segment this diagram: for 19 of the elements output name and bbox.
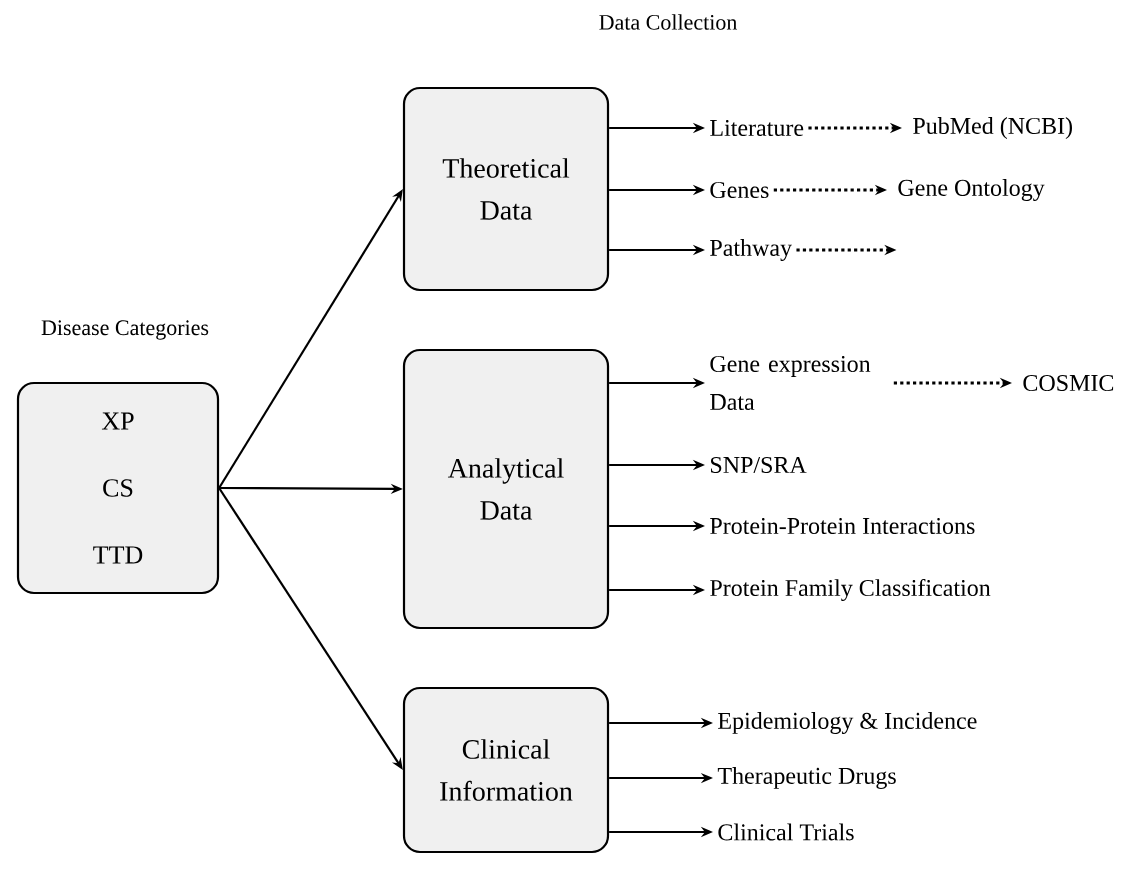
item-label: Gene expression Data: [710, 355, 871, 411]
process-box: XP CS TTD: [16, 381, 220, 595]
item-label: Genes: [710, 181, 769, 199]
process-box: Clinical Information: [402, 686, 610, 854]
item-label: Epidemiology & Incidence: [718, 712, 977, 734]
title: Data Collection: [599, 14, 738, 30]
item-label: Literature: [710, 119, 804, 137]
heading: Disease Categories: [41, 320, 209, 340]
item-label: PubMed (NCBI): [913, 117, 1072, 139]
item-label: Therapeutic Drugs: [717, 767, 896, 789]
item-label: Gene Ontology: [898, 179, 1045, 201]
item-label: COSMIC: [1023, 374, 1114, 392]
item-label: Protein Family Classification: [710, 578, 991, 602]
process-box: Theoretical Data: [402, 86, 610, 292]
item-label: Clinical Trials: [718, 823, 854, 841]
item-label: Pathway: [710, 239, 792, 261]
process-box: Analytical Data: [402, 348, 610, 630]
item-label: Protein-Protein Interactions: [710, 517, 975, 535]
item-label: SNP/SRA: [711, 456, 807, 474]
